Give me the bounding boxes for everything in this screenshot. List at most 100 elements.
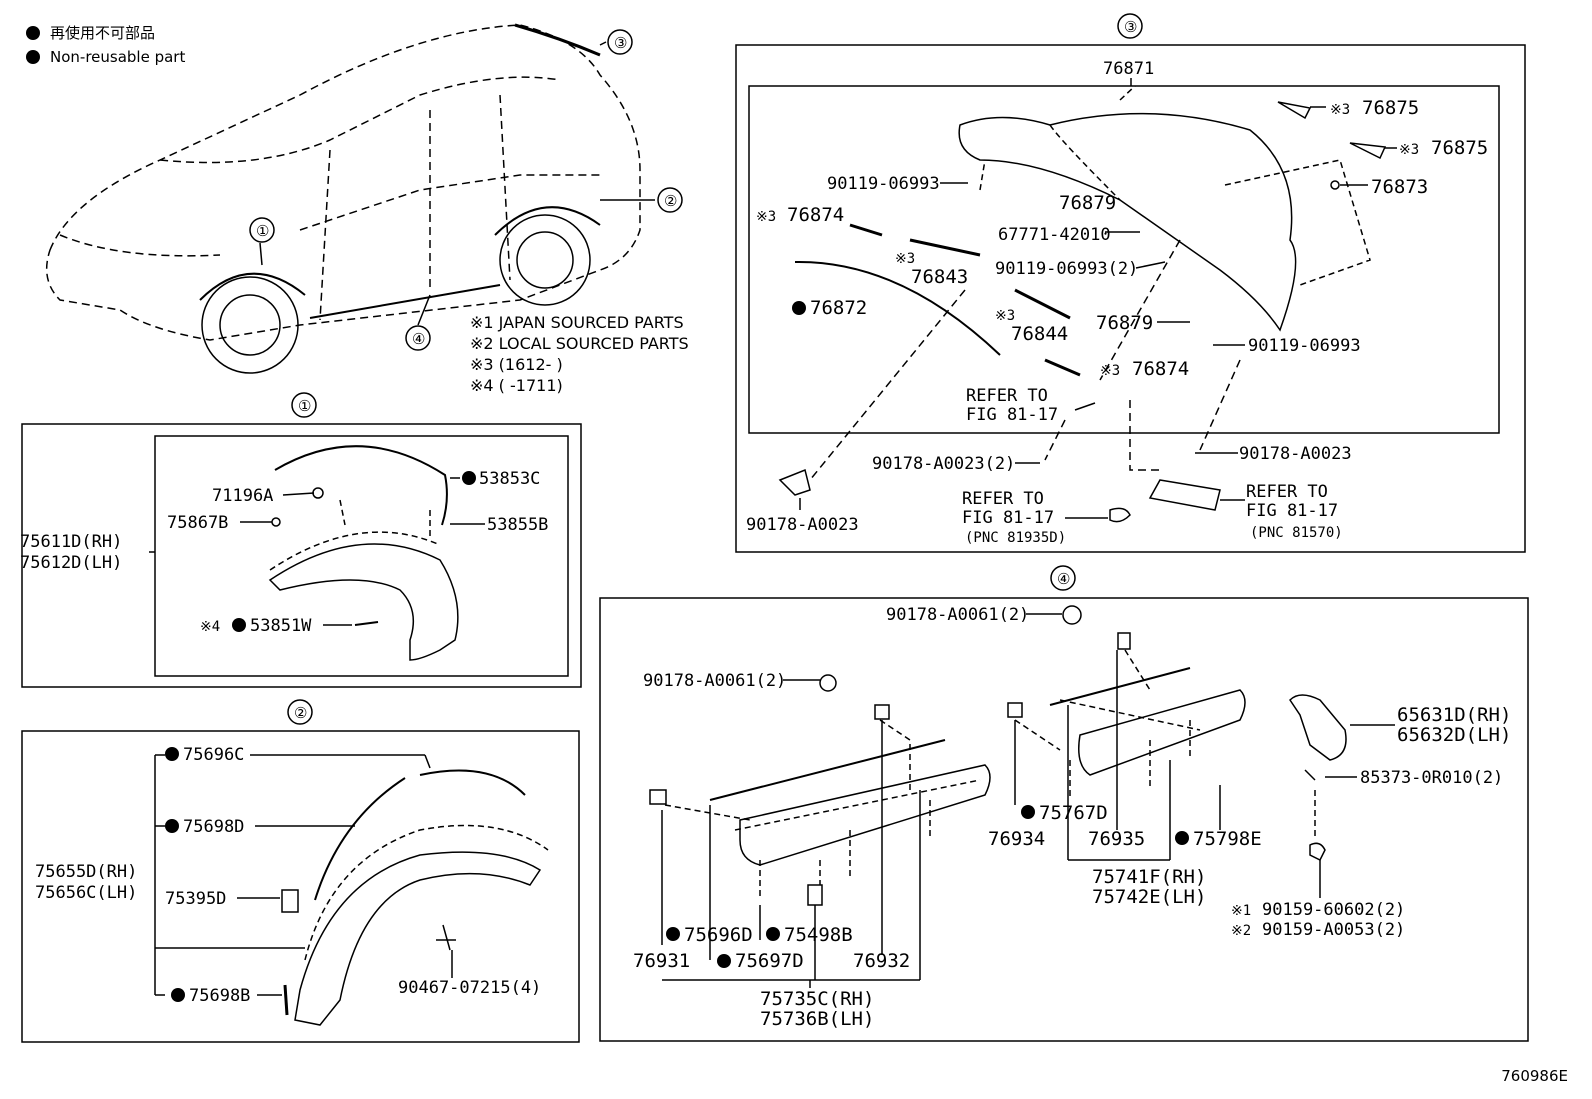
section-1-inner-frame [154, 435, 569, 677]
section-1-frame [21, 423, 582, 688]
label-90178-A0023-b: 90178-A0023 [746, 515, 859, 535]
label-75498B: 75498B [784, 924, 853, 946]
label-76934: 76934 [988, 828, 1045, 850]
section-3-labels: 76871 ※3 76875 ※3 76875 76873 90119-0699… [746, 59, 1488, 546]
label-75736B: 75736B(LH) [760, 1008, 874, 1030]
label-90119-06993-b: 90119-06993 [1248, 336, 1361, 356]
label-53855B: 53855B [487, 515, 548, 535]
label-76875-a: 76875 [1362, 97, 1419, 119]
note-mark-3d: ※3 [895, 251, 915, 267]
label-90178-A0023-2: 90178-A0023(2) [872, 454, 1015, 474]
note-mark-3b: ※3 [1399, 142, 1419, 158]
refer-2-pnc: (PNC 81935D) [965, 530, 1066, 546]
section-2-callout: ② [294, 704, 307, 722]
label-75742E: 75742E(LH) [1092, 886, 1206, 908]
label-67771-42010: 67771-42010 [998, 225, 1111, 245]
label-75698B: 75698B [189, 986, 250, 1006]
label-90178-A0061-b: 90178-A0061(2) [643, 671, 786, 691]
section-4-callout: ④ [1057, 570, 1070, 588]
label-75798E: 75798E [1193, 828, 1262, 850]
callout-1-vehicle: ① [256, 222, 269, 240]
label-76932: 76932 [853, 950, 910, 972]
label-75395D: 75395D [165, 889, 226, 909]
legend-jp: 再使用不可部品 [26, 22, 155, 43]
label-76843: 76843 [911, 266, 968, 288]
non-reusable-dot-icon [26, 50, 40, 64]
label-53851W: 53851W [250, 616, 312, 636]
refer-3-line1: REFER TO [1246, 482, 1328, 502]
legend-en-text: Non-reusable part [50, 48, 186, 66]
section-3-header: ③ [1117, 13, 1143, 39]
section-4-header: ④ [1050, 565, 1076, 591]
section-4-drawing [649, 605, 1395, 988]
label-85373-0R010: 85373-0R010(2) [1360, 768, 1503, 788]
note-4: ※4 ( -1711) [470, 376, 563, 395]
label-53853C: 53853C [479, 469, 540, 489]
label-90159-60602: 90159-60602(2) [1262, 900, 1405, 920]
vehicle-callout-markers: ① ③ ② ④ [249, 29, 683, 351]
label-75611D: 75611D(RH) [20, 532, 122, 552]
section-1-labels: 75611D(RH) 75612D(LH) 71196A 75867B 5385… [20, 469, 548, 636]
label-76871: 76871 [1103, 59, 1154, 79]
section-3-drawing [778, 85, 1397, 523]
refer-2-line2: FIG 81-17 [962, 508, 1054, 528]
label-76873: 76873 [1371, 176, 1428, 198]
label-75655D: 75655D(RH) [35, 862, 137, 882]
section-1-drawing [149, 445, 485, 661]
vehicle-wheels [199, 23, 601, 374]
label-75867B: 75867B [167, 513, 228, 533]
label-90159-A0053: 90159-A0053(2) [1262, 920, 1405, 940]
label-75697D: 75697D [735, 950, 804, 972]
label-65632D: 65632D(LH) [1397, 724, 1511, 746]
document-id: 760986E [1501, 1067, 1568, 1085]
refer-2-line1: REFER TO [962, 489, 1044, 509]
section-2-header: ② [287, 699, 313, 725]
refer-1-line2: FIG 81-17 [966, 405, 1058, 425]
source-notes: ※1 JAPAN SOURCED PARTS ※2 LOCAL SOURCED … [470, 312, 689, 396]
refer-3-pnc: (PNC 81570) [1250, 525, 1343, 541]
note-1: ※1 JAPAN SOURCED PARTS [470, 313, 684, 332]
label-75741F: 75741F(RH) [1092, 866, 1206, 888]
label-76875-b: 76875 [1431, 137, 1488, 159]
section-2-labels: 75696C 75698D 75655D(RH) 75656C(LH) 7539… [35, 745, 541, 1006]
note-mark-3f: ※3 [1100, 363, 1120, 379]
label-90178-A0061-a: 90178-A0061(2) [886, 605, 1029, 625]
section-3-frame [735, 44, 1526, 553]
label-75767D: 75767D [1039, 802, 1108, 824]
callout-2-vehicle: ② [664, 192, 677, 210]
label-76844: 76844 [1011, 323, 1068, 345]
section-3-inner-frame [748, 85, 1500, 434]
label-90119-06993-a: 90119-06993 [827, 174, 940, 194]
label-76872: 76872 [810, 297, 867, 319]
label-76931: 76931 [633, 950, 690, 972]
label-90178-A0023-a: 90178-A0023 [1239, 444, 1352, 464]
label-76935: 76935 [1088, 828, 1145, 850]
section-3-callout: ③ [1124, 18, 1137, 36]
note-mark-3a: ※3 [1330, 102, 1350, 118]
label-76879-a: 76879 [1059, 192, 1116, 214]
callout-4-vehicle: ④ [412, 330, 425, 348]
label-76874-a: 76874 [787, 204, 844, 226]
non-reusable-dot-icon [26, 26, 40, 40]
note-mark-3e: ※3 [995, 308, 1015, 324]
label-75656C: 75656C(LH) [35, 883, 137, 903]
vehicle-overview [45, 24, 641, 341]
section-4-frame [599, 597, 1529, 1042]
label-90119-06993-2: 90119-06993(2) [995, 259, 1138, 279]
note-mark-3c: ※3 [756, 209, 776, 225]
label-71196A: 71196A [212, 486, 273, 506]
refer-1-line1: REFER TO [966, 386, 1048, 406]
section-2-frame [21, 730, 580, 1043]
legend-jp-text: 再使用不可部品 [50, 24, 156, 42]
label-90467-07215: 90467-07215(4) [398, 978, 541, 998]
refer-3-line2: FIG 81-17 [1246, 501, 1338, 521]
label-75735C: 75735C(RH) [760, 988, 874, 1010]
note-2: ※2 LOCAL SOURCED PARTS [470, 334, 689, 353]
label-76879-b: 76879 [1096, 312, 1153, 334]
note-3: ※3 (1612- ) [470, 355, 563, 374]
section-2-drawing [154, 754, 549, 1026]
label-76874-b: 76874 [1132, 358, 1189, 380]
callout-3-vehicle: ③ [614, 34, 627, 52]
label-75696D: 75696D [684, 924, 753, 946]
